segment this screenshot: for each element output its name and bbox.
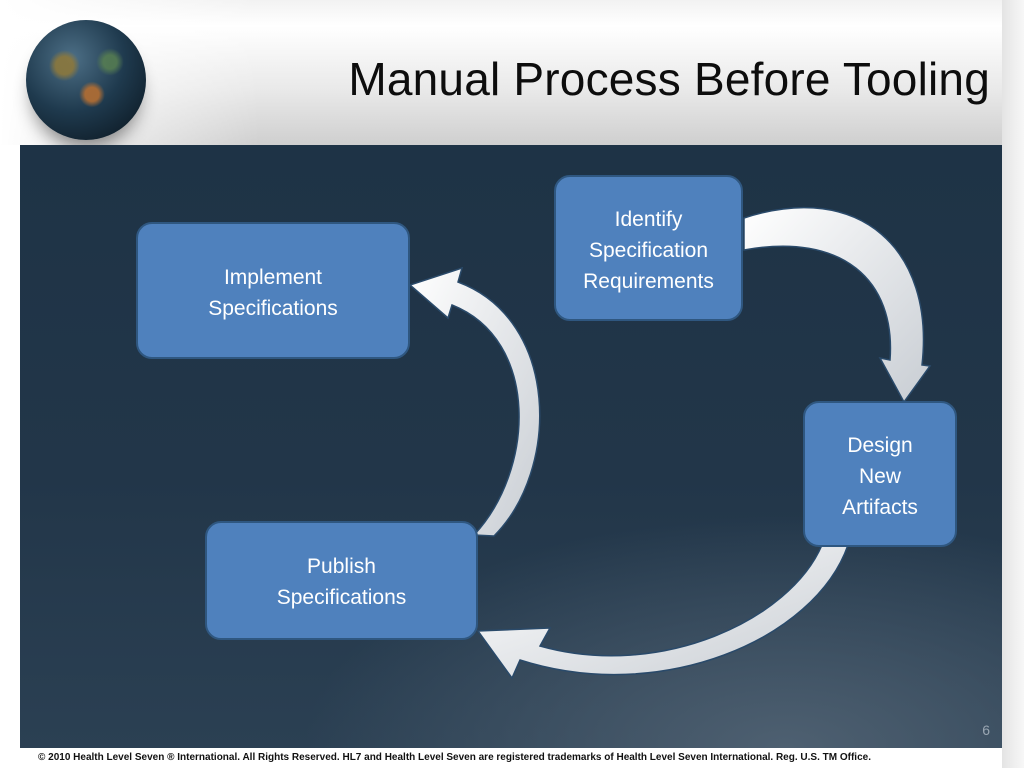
arrow-identify-to-design bbox=[743, 207, 932, 404]
slide-title: Manual Process Before Tooling bbox=[348, 53, 990, 105]
copyright-footer: © 2010 Health Level Seven ® Internationa… bbox=[38, 752, 871, 763]
arrow-design-to-publish bbox=[476, 544, 850, 680]
node-identify-line-2: Specification bbox=[588, 239, 709, 262]
node-design-line-1: Design bbox=[847, 434, 913, 457]
node-identify-line-3: Requirements bbox=[583, 270, 714, 293]
page-number: 6 bbox=[982, 722, 990, 738]
arrow-publish-to-implement bbox=[408, 266, 541, 537]
node-publish-line-1: Publish bbox=[307, 555, 376, 578]
right-rail bbox=[1002, 0, 1024, 768]
node-implement: Implement Specifications bbox=[136, 222, 410, 359]
node-identify: Identify Specification Requirements bbox=[554, 175, 743, 321]
node-implement-line-2: Specifications bbox=[208, 297, 338, 320]
node-publish-line-2: Specifications bbox=[276, 586, 407, 609]
globe-logo bbox=[26, 20, 146, 140]
node-design: Design New Artifacts bbox=[803, 401, 957, 547]
node-design-line-2: New bbox=[858, 465, 901, 488]
node-publish: Publish Specifications bbox=[205, 521, 478, 640]
node-identify-line-1: Identify bbox=[614, 208, 683, 231]
node-implement-line-1: Implement bbox=[223, 266, 323, 289]
node-design-line-3: Artifacts bbox=[842, 496, 918, 519]
